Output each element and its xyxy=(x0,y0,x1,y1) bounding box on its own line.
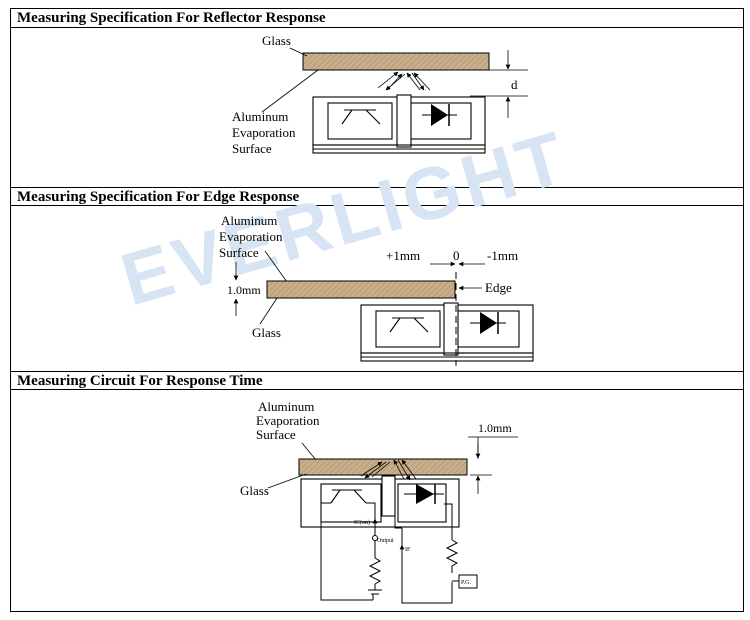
edge-diagram: Aluminum Evaporation Surface 1.0mm Glass… xyxy=(219,213,534,366)
section-title-reflector: Measuring Specification For Reflector Re… xyxy=(11,9,743,28)
circuit-glass-label: Glass xyxy=(240,483,269,498)
circuit-diagram: Aluminum Evaporation Surface Glass 1.0mm xyxy=(240,399,518,604)
edge-surface-line1: Aluminum xyxy=(221,213,277,228)
surface-label-line1: Aluminum xyxy=(232,109,288,124)
edge-surface-line3: Surface xyxy=(219,245,259,260)
circuit-surface-line1: Aluminum xyxy=(258,399,314,414)
edge-glass-plate xyxy=(266,280,456,299)
zero-label: 0 xyxy=(453,248,460,263)
surface-label-line3: Surface xyxy=(232,141,272,156)
minus-1mm-label: -1mm xyxy=(487,248,518,263)
edge-glass-label: Glass xyxy=(252,325,281,340)
ic-label: IC(on) xyxy=(354,519,370,526)
if-label: IF xyxy=(405,547,411,553)
edge-surface-line2: Evaporation xyxy=(219,229,283,244)
plus-1mm-label: +1mm xyxy=(386,248,420,263)
pg-label: P.G. xyxy=(461,580,472,586)
d-label: d xyxy=(511,77,518,92)
spec-frame: Measuring Specification For Reflector Re… xyxy=(10,8,744,612)
reflector-diagram: Glass Aluminum Evaporation Surface d xyxy=(232,33,528,156)
output-label: Output xyxy=(377,538,394,544)
circuit-glass-plate xyxy=(298,458,468,476)
section-title-edge: Measuring Specification For Edge Respons… xyxy=(11,187,743,206)
circuit-surface-line3: Surface xyxy=(256,427,296,442)
distance-label: 1.0mm xyxy=(478,421,512,435)
glass-label: Glass xyxy=(262,33,291,48)
glass-plate xyxy=(302,52,490,71)
circuit-surface-line2: Evaporation xyxy=(256,413,320,428)
surface-label-line2: Evaporation xyxy=(232,125,296,140)
section-title-response-time: Measuring Circuit For Response Time xyxy=(11,371,743,390)
edge-label: Edge xyxy=(485,280,512,295)
thickness-label: 1.0mm xyxy=(227,283,261,297)
